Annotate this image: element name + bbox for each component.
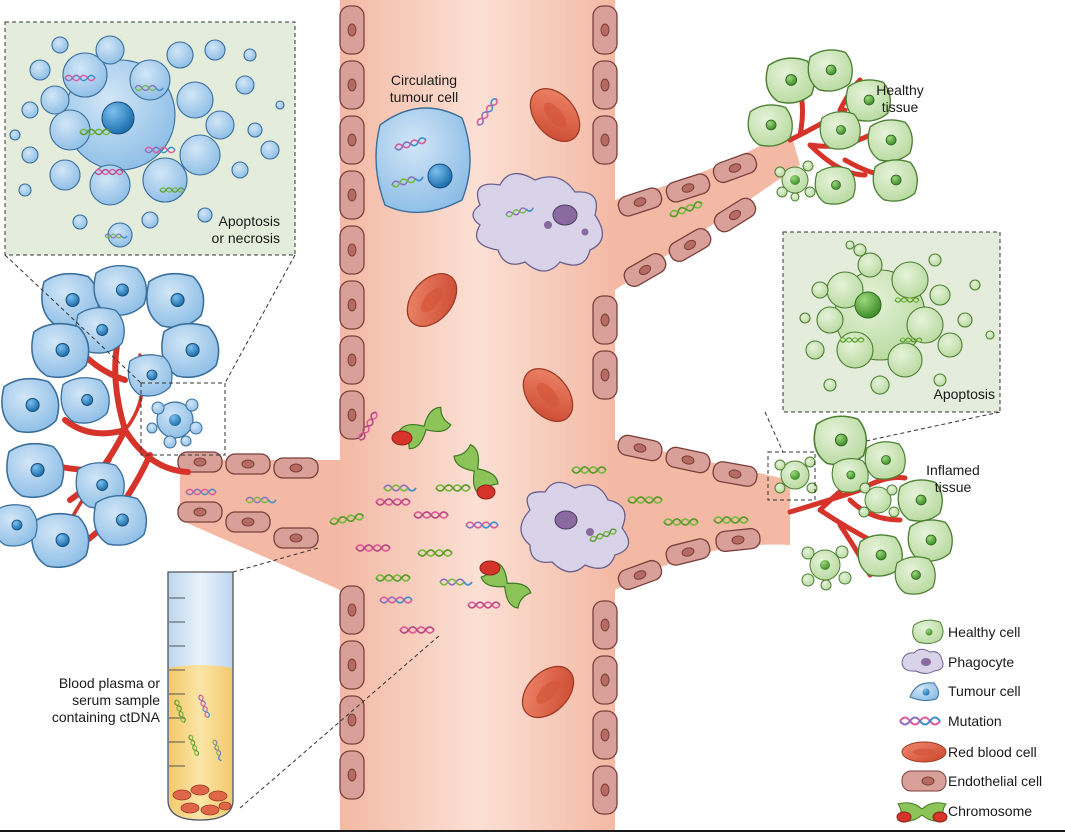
apoptotic-cell-c <box>801 545 852 591</box>
legend-label-endothelial-cell: Endothelial cell <box>948 773 1043 789</box>
label-apoptosis: Apoptosis <box>933 386 995 402</box>
tumour-cell-icon <box>909 682 940 702</box>
healthy-cell-icon <box>912 619 944 645</box>
legend-label-chromosome: Chromosome <box>948 803 1033 819</box>
mutation-icon <box>899 716 941 726</box>
inset-necrosis <box>4 21 296 384</box>
label-inflamed-tissue: Inflamed tissue <box>926 462 980 495</box>
apoptotic-cell-b <box>858 482 900 518</box>
chromosomes <box>391 405 533 611</box>
red-blood-cell-icon <box>901 741 947 763</box>
phagocyte-lower <box>520 481 630 573</box>
legend-label-tumour-cell: Tumour cell <box>948 683 1021 699</box>
circulating-tumour-cell <box>375 107 471 214</box>
label-apoptosis-necrosis: Apoptosis or necrosis <box>211 213 280 246</box>
legend-label-healthy-cell: Healthy cell <box>948 624 1021 640</box>
apoptotic-cell-a <box>774 456 818 494</box>
legend-label-phagocyte: Phagocyte <box>948 654 1015 670</box>
label-circulating-tumour-cell: Circulating tumour cell <box>389 72 459 105</box>
tumour-tissue <box>0 264 226 569</box>
chromosome-icon <box>896 802 948 823</box>
vessel-wall-left <box>339 5 365 800</box>
phagocyte-upper <box>472 173 603 272</box>
legend-label-mutation: Mutation <box>948 713 1002 729</box>
legend-label-red-blood-cell: Red blood cell <box>948 744 1037 760</box>
healthy-tissue <box>747 49 918 205</box>
endothelial-cell-icon <box>901 770 947 792</box>
label-healthy-tissue: Healthy tissue <box>876 82 924 115</box>
phagocyte-icon <box>901 648 944 674</box>
bottom-rule <box>0 830 1065 832</box>
label-blood-sample: Blood plasma or serum sample containing … <box>51 675 160 725</box>
inflamed-tissue <box>767 415 953 595</box>
inset-apoptosis <box>764 231 1001 453</box>
legend <box>896 619 948 823</box>
blood-sample-tube <box>167 547 441 821</box>
